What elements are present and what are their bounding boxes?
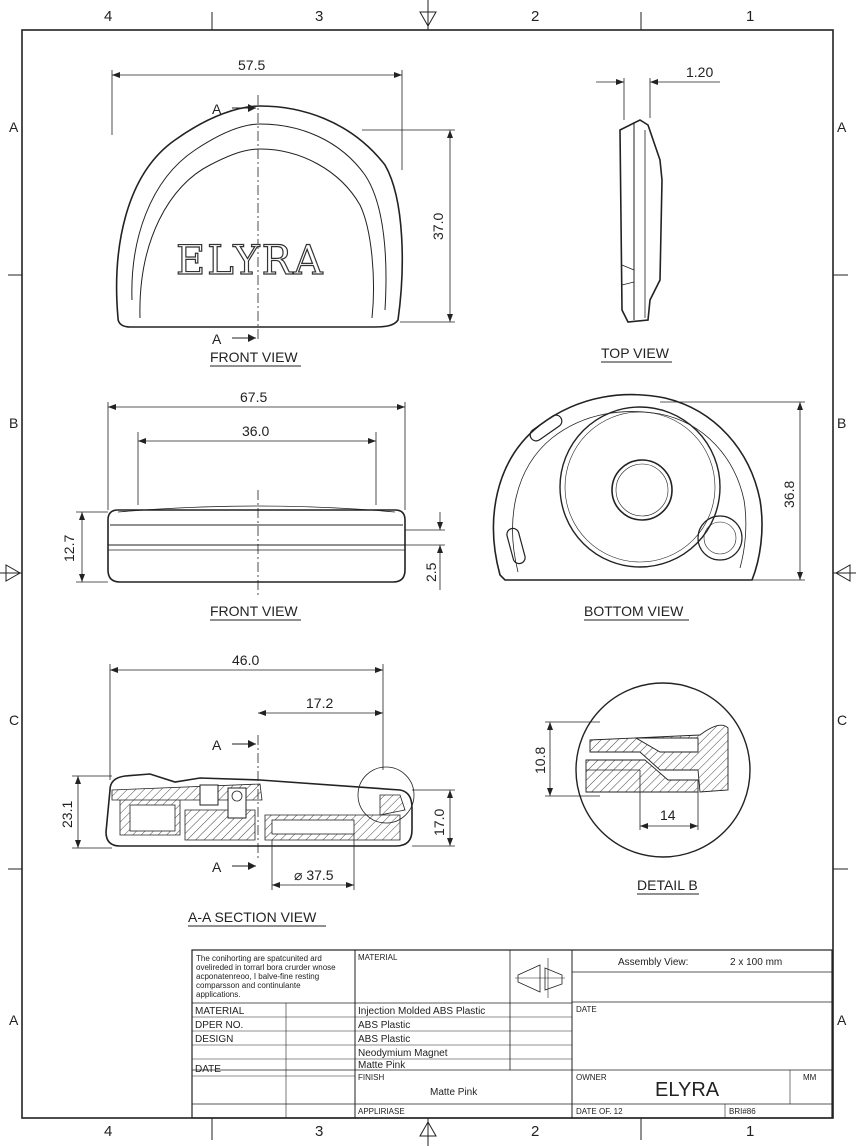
front-side-height-dim: 12.7 <box>61 535 77 562</box>
front-view-top <box>111 70 455 367</box>
assembly-value: 2 x 100 mm <box>730 957 782 968</box>
finish-value: Matte Pink <box>430 1087 478 1098</box>
left-label-dper-no: DPER NO. <box>195 1020 243 1031</box>
date-of-label: DATE OF. 12 <box>576 1107 623 1116</box>
section-marker-a-lower: A <box>212 859 222 875</box>
owner-value: ELYRA <box>655 1079 720 1101</box>
detail-view-label: DETAIL B <box>637 877 698 893</box>
col-label-bottom-1: 1 <box>746 1123 754 1140</box>
title-block-note-line-3: acponatenreoo, I balve-fine resting <box>196 972 319 981</box>
date-label: DATE <box>576 1005 597 1014</box>
front-view-side <box>76 402 445 621</box>
row-label-right-a2: A <box>837 1012 847 1028</box>
finish-label: FINISH <box>358 1073 384 1082</box>
section-offset-dim: 17.2 <box>306 695 333 711</box>
col-label-top-4: 4 <box>104 8 112 25</box>
section-marker-front-bottom: A <box>212 331 222 347</box>
material-row-5: Matte Pink <box>358 1060 406 1071</box>
title-block <box>191 949 833 1119</box>
section-view <box>72 664 455 927</box>
title-block-note-line-1: The conihorting are spatcunited ard <box>196 954 322 963</box>
col-label-top-2: 2 <box>531 8 539 25</box>
row-label-left-a2: A <box>9 1012 19 1028</box>
title-block-note-line-4: comparsson and continulante <box>196 981 301 990</box>
front-side-inner-dim: 36.0 <box>242 423 269 439</box>
material-row-1: Injection Molded ABS Plastic <box>358 1006 485 1017</box>
assembly-label: Assembly View: <box>618 957 688 968</box>
detail-view <box>545 682 751 895</box>
col-label-bottom-4: 4 <box>104 1123 112 1140</box>
front-view-side-label: FRONT VIEW <box>210 603 298 619</box>
detail-height-dim: 10.8 <box>532 747 548 774</box>
bottom-view-label: BOTTOM VIEW <box>584 603 684 619</box>
appliase-label: APPLIRIASE <box>358 1107 405 1116</box>
section-width-dim: 46.0 <box>232 652 259 668</box>
left-label-design: DESIGN <box>195 1034 233 1045</box>
col-label-bottom-2: 2 <box>531 1123 539 1140</box>
front-side-width-dim: 67.5 <box>240 389 267 405</box>
owner-label: OWNER <box>576 1073 607 1082</box>
row-label-right-c: C <box>837 712 847 728</box>
detail-width-dim: 14 <box>660 807 676 823</box>
row-label-right-a: A <box>837 119 847 135</box>
title-block-note-line-5: applications. <box>196 990 240 999</box>
left-label-date: DATE <box>195 1064 221 1075</box>
col-label-top-1: 1 <box>746 8 754 25</box>
row-label-right-b: B <box>837 415 846 431</box>
section-marker-front-top: A <box>212 101 222 117</box>
top-view <box>596 78 720 363</box>
left-label-material: MATERIAL <box>195 1006 245 1017</box>
elyra-logo-embossed: ELYRA <box>176 238 325 284</box>
row-label-left-c: C <box>9 712 19 728</box>
col-label-bottom-3: 3 <box>315 1123 323 1140</box>
top-view-label: TOP VIEW <box>601 345 670 361</box>
material-row-3: ABS Plastic <box>358 1034 410 1045</box>
front-view-width-dim: 57.5 <box>238 57 265 73</box>
section-view-label: A-A SECTION VIEW <box>188 909 317 925</box>
row-label-left-a: A <box>9 119 19 135</box>
front-side-step-dim: 2.5 <box>423 562 439 582</box>
front-view-height-dim: 37.0 <box>430 213 446 240</box>
bottom-view-height-dim: 36.8 <box>781 481 797 508</box>
title-block-note-line-2: ovelireded in torrarl bora crurder wnose <box>196 963 336 972</box>
section-height-dim: 23.1 <box>59 801 75 828</box>
ref-label: BRI#86 <box>729 1107 756 1116</box>
material-row-4: Neodymium Magnet <box>358 1048 448 1059</box>
projection-symbol-icon <box>515 958 565 998</box>
row-label-left-b: B <box>9 415 18 431</box>
section-depth-dim: 17.0 <box>431 809 447 836</box>
col-label-top-3: 3 <box>315 8 323 25</box>
front-view-top-label: FRONT VIEW <box>210 349 298 365</box>
bottom-view <box>492 393 805 621</box>
section-diameter-dim: ⌀ 37.5 <box>294 867 334 883</box>
section-marker-a-upper: A <box>212 737 222 753</box>
unit-label: MM <box>803 1073 817 1082</box>
material-header: MATERIAL <box>358 953 398 962</box>
top-view-thickness-dim: 1.20 <box>686 64 713 80</box>
material-row-2: ABS Plastic <box>358 1020 410 1031</box>
